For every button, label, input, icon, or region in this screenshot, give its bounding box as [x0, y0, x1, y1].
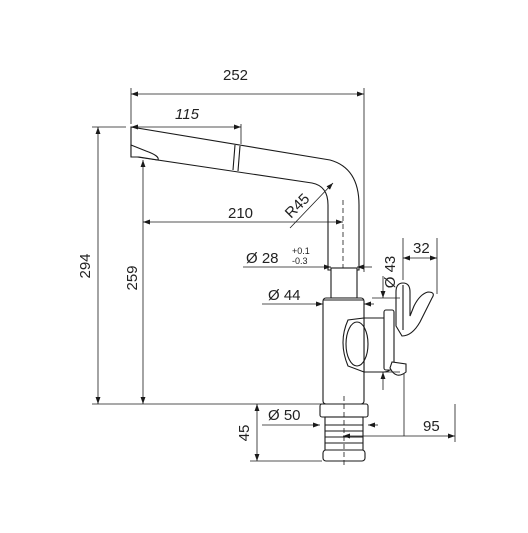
dim-spray-length: 115 — [175, 106, 200, 123]
dim-lever-clearance: 95 — [423, 418, 440, 435]
dim-spout-diameter: Ø 28 — [246, 250, 279, 267]
spray-nozzle — [130, 144, 159, 161]
dim-reach: 210 — [228, 205, 253, 222]
dim-body-diameter: Ø 44 — [268, 287, 301, 304]
dim-bend-radius: R45 — [282, 190, 313, 221]
dim-spout-height: 259 — [124, 265, 141, 290]
spout-neck — [330, 267, 358, 299]
spout-arm — [130, 126, 360, 271]
dimension-labels: 252 115 294 259 210 R45 Ø 28 +0.1 -0.3 Ø… — [77, 67, 440, 441]
dimension-lines — [92, 88, 456, 462]
dim-total-width: 252 — [223, 67, 248, 84]
faucet-outline — [130, 126, 434, 465]
dim-base-diameter: Ø 50 — [268, 407, 301, 424]
dim-total-height: 294 — [77, 253, 94, 278]
dim-tol-minus: -0.3 — [292, 256, 308, 266]
dim-base-height: 45 — [236, 425, 253, 442]
dim-tol-plus: +0.1 — [292, 246, 310, 256]
dim-lever-offset: 32 — [413, 240, 430, 257]
dim-upper-body-diameter: Ø 43 — [382, 256, 399, 289]
side-lever — [395, 282, 434, 337]
